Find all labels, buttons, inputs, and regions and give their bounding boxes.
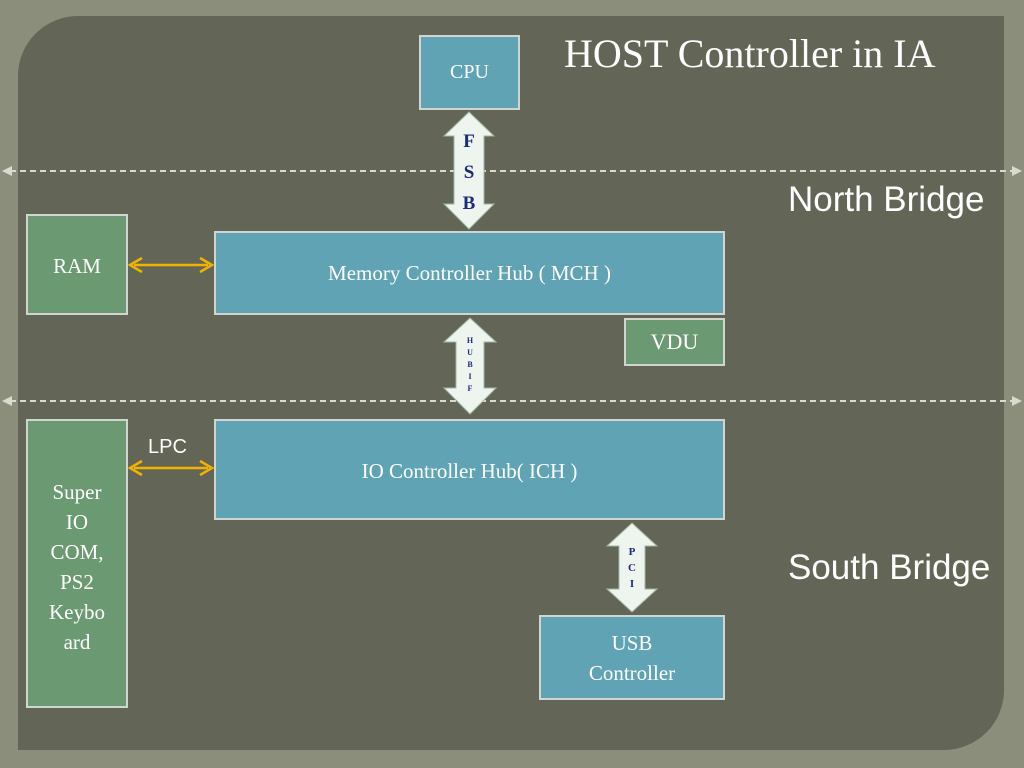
superio-line-3: COM, [50,540,104,564]
lpc-label: LPC [148,436,187,458]
pci-bus-arrow: P C I [605,522,659,613]
fsb-letter-f: F [463,131,475,152]
hubif-letter-h: H [467,336,474,345]
ram-label: RAM [53,254,101,278]
pci-letter-c: C [628,562,636,574]
lpc-arrow [127,459,215,477]
superio-line-1: Super [52,480,102,504]
hubif-letter-i: I [468,372,471,381]
superio-line-6: ard [63,630,91,654]
superio-line-5: Keybo [49,600,105,624]
fsb-bus-arrow: F S B [442,111,496,230]
mch-block: Memory Controller Hub ( MCH ) [214,231,725,315]
cpu-label: CPU [450,61,489,83]
pci-letter-i: I [630,578,634,590]
slide-background [18,16,1004,750]
ich-block: IO Controller Hub( ICH ) [214,419,725,520]
hubif-letter-b: B [467,360,473,369]
fsb-letter-b: B [463,193,476,214]
vdu-block: VDU [624,318,725,366]
superio-line-2: IO [65,510,89,534]
superio-line-4: PS2 [60,570,94,594]
vdu-label: VDU [650,329,699,354]
north-separator-line [2,166,1022,176]
hubif-letter-u: U [467,348,473,357]
slide-title: HOST Controller in IA [564,31,936,76]
south-bridge-label: South Bridge [788,548,991,587]
hubif-letter-f: F [468,384,473,393]
cpu-block: CPU [419,35,520,110]
ich-label: IO Controller Hub( ICH ) [361,459,578,483]
fsb-letter-s: S [464,162,475,183]
superio-block: Super IO COM, PS2 Keybo ard [26,419,128,708]
usb-label-line-2: Controller [588,660,676,685]
usb-label-line-1: USB [611,630,653,655]
south-separator-line [2,396,1022,406]
usb-controller-block: USB Controller [539,615,725,700]
ram-mch-arrow [127,256,215,274]
north-bridge-label: North Bridge [788,180,985,219]
pci-letter-p: P [629,546,636,558]
ram-block: RAM [26,214,128,315]
mch-label: Memory Controller Hub ( MCH ) [328,260,611,285]
hubif-bus-arrow: H U B I F [442,317,498,415]
